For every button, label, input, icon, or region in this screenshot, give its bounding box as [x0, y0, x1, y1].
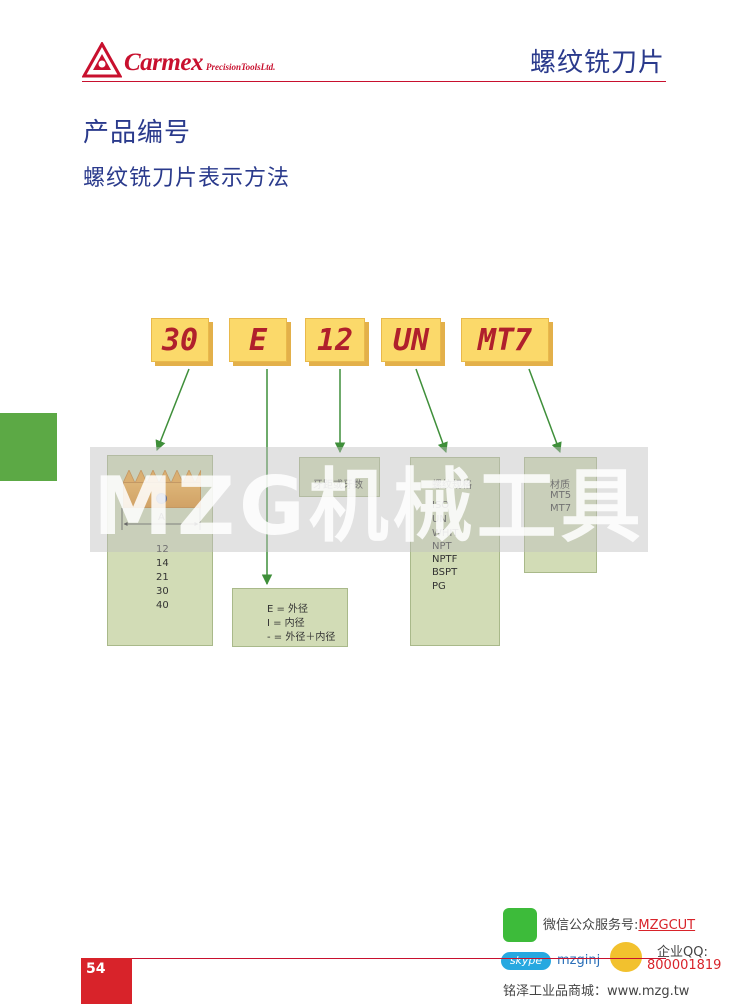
- code-tile-pitch: 12: [305, 318, 365, 362]
- section-title: 螺纹铣刀片: [529, 48, 665, 78]
- standard-label: 螺纹规格: [432, 480, 472, 491]
- type-line: - = 外径＋内径: [267, 632, 336, 643]
- standard-value: NPT: [432, 541, 452, 552]
- insert-hole: [156, 493, 167, 504]
- grade-box: 材质 MT5 MT7: [524, 457, 597, 573]
- standard-value: UN: [432, 514, 447, 525]
- grade-label: 材质: [550, 480, 570, 491]
- pitch-box: 牙距或牙数: [299, 457, 380, 497]
- qq-label: 企业QQ:: [657, 945, 708, 960]
- standard-value: NPTF: [432, 554, 458, 565]
- code-tile-type: E: [229, 318, 287, 362]
- size-value: 40: [156, 600, 169, 611]
- grade-value: MT5: [550, 490, 572, 501]
- header-divider: [82, 81, 666, 82]
- standard-value: ISO: [432, 500, 450, 511]
- skype-icon: skype: [501, 952, 551, 970]
- type-line: E = 外径: [267, 604, 309, 615]
- wechat-icon: [503, 908, 537, 942]
- page-title: 产品编号: [83, 118, 192, 148]
- arrow-standard: [415, 368, 448, 453]
- code-tile-grade: MT7: [461, 318, 549, 362]
- code-tile-standard: UN: [381, 318, 441, 362]
- wechat-label: 微信公众服务号:MZGCUT: [543, 918, 696, 933]
- size-value: 12: [156, 544, 169, 555]
- size-value: 14: [156, 558, 169, 569]
- grade-value: MT7: [550, 503, 572, 514]
- carmex-logo-icon: [81, 40, 123, 78]
- size-value: 21: [156, 572, 169, 583]
- skype-id[interactable]: mzginj: [557, 953, 601, 968]
- standard-value: WHIT: [432, 528, 459, 539]
- type-line: I = 内径: [267, 618, 305, 629]
- dim-label: A: [158, 512, 165, 523]
- size-value: 30: [156, 586, 169, 597]
- watermark-text: MZG机械工具: [93, 459, 645, 553]
- page-number: 54: [86, 961, 106, 977]
- standard-value: BSPT: [432, 567, 458, 578]
- qq-icon: [610, 942, 642, 972]
- qq-number[interactable]: 800001819: [647, 958, 722, 973]
- page-subtitle: 螺纹铣刀片表示方法: [83, 166, 291, 191]
- type-box: E = 外径 I = 内径 - = 外径＋内径: [232, 588, 348, 647]
- code-tile-size: 30: [151, 318, 209, 362]
- standard-value: PG: [432, 581, 446, 592]
- wechat-id-link[interactable]: MZGCUT: [638, 918, 696, 933]
- footer-divider: [82, 958, 666, 959]
- standard-box: 螺纹规格 ISO UN WHIT NPT NPTF BSPT PG: [410, 457, 500, 646]
- mall-link[interactable]: 铭泽工业品商城：www.mzg.tw: [503, 984, 690, 999]
- brand-name: Carmex: [124, 49, 203, 76]
- side-tab-marker: [0, 413, 57, 481]
- arrow-size: [155, 368, 190, 451]
- page-number-badge: 54: [81, 958, 132, 1004]
- brand-subtitle: PrecisionToolsLtd.: [205, 62, 276, 72]
- arrow-grade: [528, 368, 562, 453]
- carmex-logo: Carmex PrecisionToolsLtd.: [81, 38, 276, 78]
- pitch-label: 牙距或牙数: [313, 480, 363, 491]
- watermark: MZG机械工具: [90, 447, 648, 553]
- insert-teeth: [123, 470, 201, 483]
